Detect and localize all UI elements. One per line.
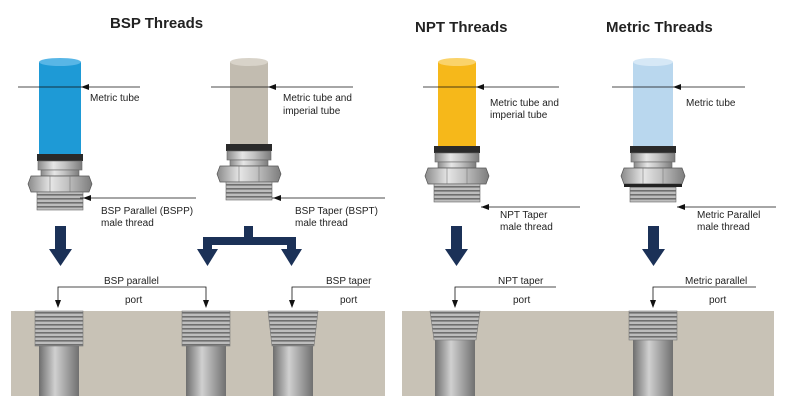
bsp-taper-fitting [216,58,282,201]
port-bsp-parallel-1 [34,310,84,396]
arrow-down-metric [642,226,665,266]
label-metric-tube-2: Metric tube [686,98,736,109]
tube-blue [39,62,81,154]
label-metric-parallel-line2: male thread [697,222,750,233]
label-metric-imperial-2b: imperial tube [490,110,548,121]
label-metric-imperial-2a: Metric tube and [490,98,559,109]
label-npt-port-1: NPT taper [498,276,544,287]
label-metric-tube-1: Metric tube [90,93,140,104]
label-metric-imperial-1a: Metric tube and [283,93,352,104]
label-bspp-line2: male thread [101,218,154,229]
port-metric-parallel [628,310,678,396]
heading-metric: Metric Threads [606,19,713,36]
arrows [49,226,665,266]
arrow-down-npt [445,226,468,266]
heading-npt: NPT Threads [415,19,508,36]
label-bspt-line2: male thread [295,218,348,229]
label-bsp-parallel-port-1: BSP parallel [104,276,159,287]
label-bsp-taper-port-2: port [340,295,357,306]
label-bsp-taper-port-1: BSP taper [326,276,372,287]
label-metric-port-2: port [709,295,726,306]
label-bsp-parallel-port-2: port [125,295,142,306]
arrow-down-bspp [49,226,72,266]
label-metric-parallel-line1: Metric Parallel [697,210,760,221]
bsp-parallel-fitting [27,58,93,211]
heading-bsp: BSP Threads [110,15,203,32]
port-npt-taper [429,310,481,396]
port-bsp-parallel-2 [181,310,231,396]
label-bspp-line1: BSP Parallel (BSPP) [101,206,193,217]
tube-grey [230,62,268,144]
metric-fitting [620,58,686,203]
label-bspt-line1: BSP Taper (BSPT) [295,206,378,217]
label-metric-port-1: Metric parallel [685,276,747,287]
npt-fitting [424,58,490,203]
port-leaders [57,286,756,303]
arrow-split-bspt [197,226,302,266]
label-npt-line2: male thread [500,222,553,233]
label-metric-imperial-1b: imperial tube [283,106,341,117]
label-npt-port-2: port [513,295,530,306]
port-bsp-taper [267,310,319,396]
tube-yellow [438,62,476,146]
label-npt-line1: NPT Taper [500,210,548,221]
tube-light-blue [633,62,673,146]
